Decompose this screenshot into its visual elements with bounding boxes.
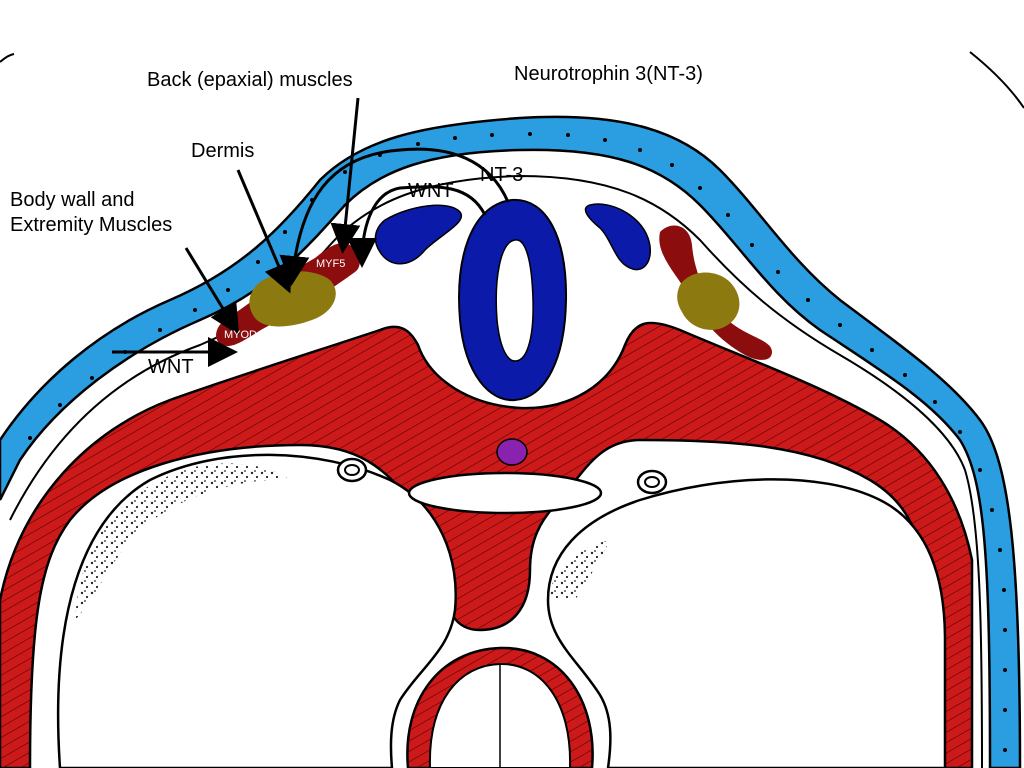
neural-canal: [495, 239, 534, 362]
ectoderm-cell-dots: [28, 132, 1007, 752]
central-ellipse: [407, 471, 603, 515]
dermomyotome-right: [659, 225, 772, 360]
dorsal-aorta-right: [636, 469, 668, 495]
label-myod: MYOD: [224, 329, 257, 341]
label-myf5: MYF5: [316, 258, 346, 270]
outer-boundary-right: [969, 51, 1024, 109]
stipple-left: [75, 463, 290, 620]
ectoderm-layer: [0, 115, 1022, 768]
dermis-right: [677, 272, 740, 330]
arrow-nt3: [279, 147, 510, 286]
somatopleure-line: [9, 174, 983, 768]
dorsal-aorta-left-inner: [344, 464, 360, 476]
label-wnt-left: WNT: [148, 356, 194, 378]
arrow-wnt-top: [347, 185, 487, 268]
label-nt3: NT-3: [480, 164, 524, 186]
ganglion-right: [584, 203, 651, 271]
dorsal-aorta-left: [336, 457, 368, 483]
label-body-wall-line1: Body wall and: [10, 189, 135, 211]
label-wnt-top: WNT: [408, 180, 454, 202]
outer-boundary-left: [0, 53, 15, 63]
label-body-wall-line2: Extremity Muscles: [10, 214, 173, 236]
arrow-back-muscles: [330, 97, 361, 254]
label-body-wall: Body wall and Extremity Muscles: [10, 188, 230, 238]
arrow-body-wall: [184, 247, 240, 336]
label-neurotrophin: Neurotrophin 3(NT-3): [514, 63, 703, 85]
coelom-right: [546, 478, 947, 768]
ganglion-left: [374, 204, 463, 265]
dorsal-aorta-right-inner: [644, 476, 660, 488]
mesoderm-muscle-mass: [0, 321, 974, 768]
stipple-right: [548, 540, 610, 600]
coelom-left: [56, 453, 457, 768]
notochord: [496, 438, 528, 466]
label-back-muscles: Back (epaxial) muscles: [147, 69, 353, 91]
label-dermis: Dermis: [191, 140, 255, 162]
